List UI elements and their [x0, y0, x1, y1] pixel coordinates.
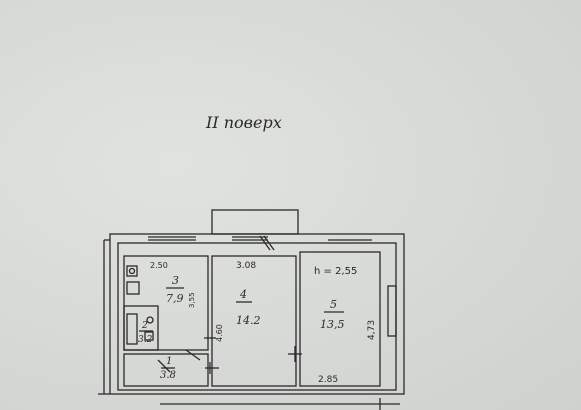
room-3-area: 7,9 — [166, 292, 184, 305]
room-5-area: 13,5 — [320, 318, 345, 331]
room-3-depth: 3,55 — [188, 292, 196, 308]
room-2-area: 3.2 — [138, 335, 153, 345]
room-5-number: 5 — [330, 298, 337, 311]
room-3-walls — [123, 255, 209, 351]
room-2-walls — [123, 305, 159, 351]
room-4-area: 14.2 — [236, 314, 261, 327]
room-1-walls — [123, 353, 209, 387]
room-5-walls — [299, 251, 381, 387]
room-1-area: 3.8 — [160, 370, 176, 381]
room-5-depth: 4,73 — [367, 320, 377, 340]
outer-wall — [109, 233, 405, 395]
sink-icon — [144, 331, 154, 341]
room-2-number: 2 — [141, 321, 148, 331]
room-4-number: 4 — [239, 288, 247, 301]
room-4-width: 3.08 — [236, 261, 256, 271]
toilet-icon — [146, 316, 154, 324]
stove-icon — [126, 281, 140, 295]
floor-title: II поверх — [205, 113, 282, 132]
room-3-width: 2.50 — [150, 261, 168, 270]
room-5-height: h = 2,55 — [314, 266, 357, 277]
room-4-walls — [211, 255, 297, 387]
room-5-width: 2.85 — [318, 375, 338, 385]
bathtub-icon — [126, 313, 138, 345]
kitchen-sink-icon — [126, 265, 138, 277]
room-3-number: 3 — [172, 274, 179, 287]
room-4-depth: 4.60 — [215, 324, 224, 342]
walls — [98, 209, 405, 410]
balcony-outline — [211, 209, 299, 235]
room-1-number: 1 — [166, 356, 172, 367]
